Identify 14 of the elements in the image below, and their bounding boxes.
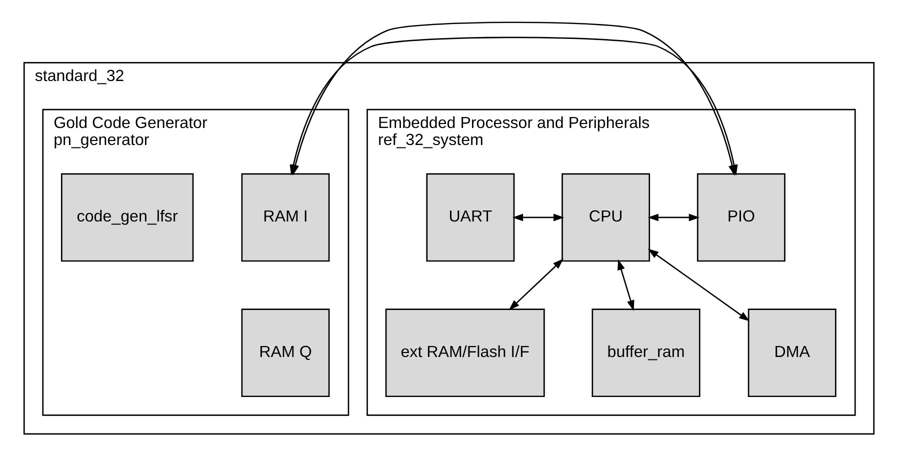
arrow — [512, 213, 564, 221]
node-box: buffer_ram — [592, 308, 700, 397]
node-box: UART — [426, 172, 515, 262]
node-box: RAM I — [241, 172, 330, 262]
node-box: RAM Q — [241, 308, 330, 397]
node-box: ext RAM/Flash I/F — [385, 308, 545, 397]
arrow — [648, 213, 700, 221]
arrow — [618, 258, 634, 311]
node-box: code_gen_lfsr — [60, 172, 194, 262]
arrow — [508, 258, 564, 310]
node-box: PIO — [696, 172, 786, 262]
node-box: DMA — [748, 308, 836, 397]
node-box: CPU — [562, 172, 650, 262]
arrow — [648, 248, 750, 321]
